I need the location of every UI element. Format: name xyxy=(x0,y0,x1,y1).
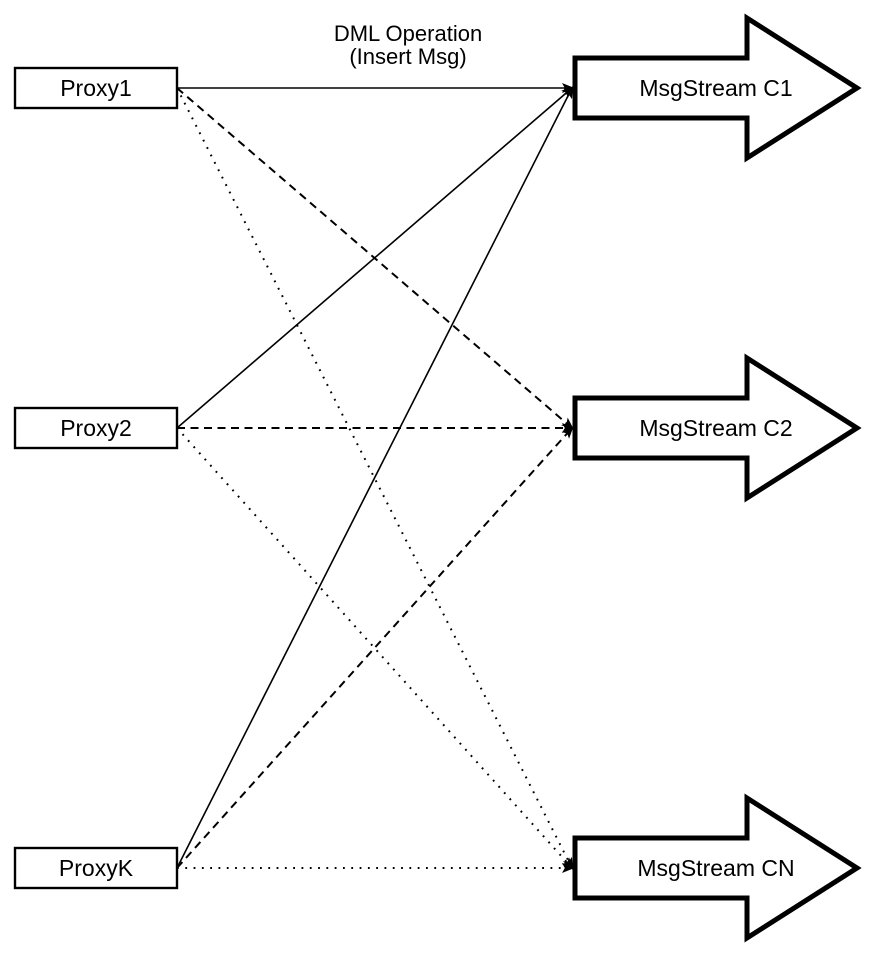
proxy-node-proxy1: Proxy1 xyxy=(13,66,179,110)
connections-layer xyxy=(176,83,575,873)
stream-label: MsgStream C2 xyxy=(639,415,792,441)
stream-node-cn: MsgStream CN xyxy=(572,793,862,943)
proxy-box xyxy=(13,406,179,450)
stream-label: MsgStream CN xyxy=(637,855,794,881)
connection-proxyk-c1-solid xyxy=(176,85,574,869)
proxy-box xyxy=(13,66,179,110)
connection-proxy2-c1-solid xyxy=(176,86,574,429)
stream-label: MsgStream C1 xyxy=(639,75,792,101)
block-arrow-shape xyxy=(572,13,862,163)
proxy-node-proxyk: ProxyK xyxy=(13,846,179,890)
stream-node-c1: MsgStream C1 xyxy=(572,13,862,163)
proxy-label: Proxy1 xyxy=(60,75,132,101)
proxy-node-proxy2: Proxy2 xyxy=(13,406,179,450)
diagram-label-line1: DML Operation xyxy=(333,21,483,46)
block-arrow-shape xyxy=(572,793,862,943)
connection-proxyk-c2-dashed xyxy=(176,426,574,869)
block-arrow-shape xyxy=(572,353,862,503)
proxy-label: Proxy2 xyxy=(60,415,132,441)
diagram-label: DML Operation (Insert Msg) xyxy=(283,22,533,68)
diagram-label-line2: (Insert Msg) xyxy=(349,44,467,69)
proxy-box xyxy=(13,846,179,890)
stream-node-c2: MsgStream C2 xyxy=(572,353,862,503)
proxy-label: ProxyK xyxy=(59,855,134,881)
